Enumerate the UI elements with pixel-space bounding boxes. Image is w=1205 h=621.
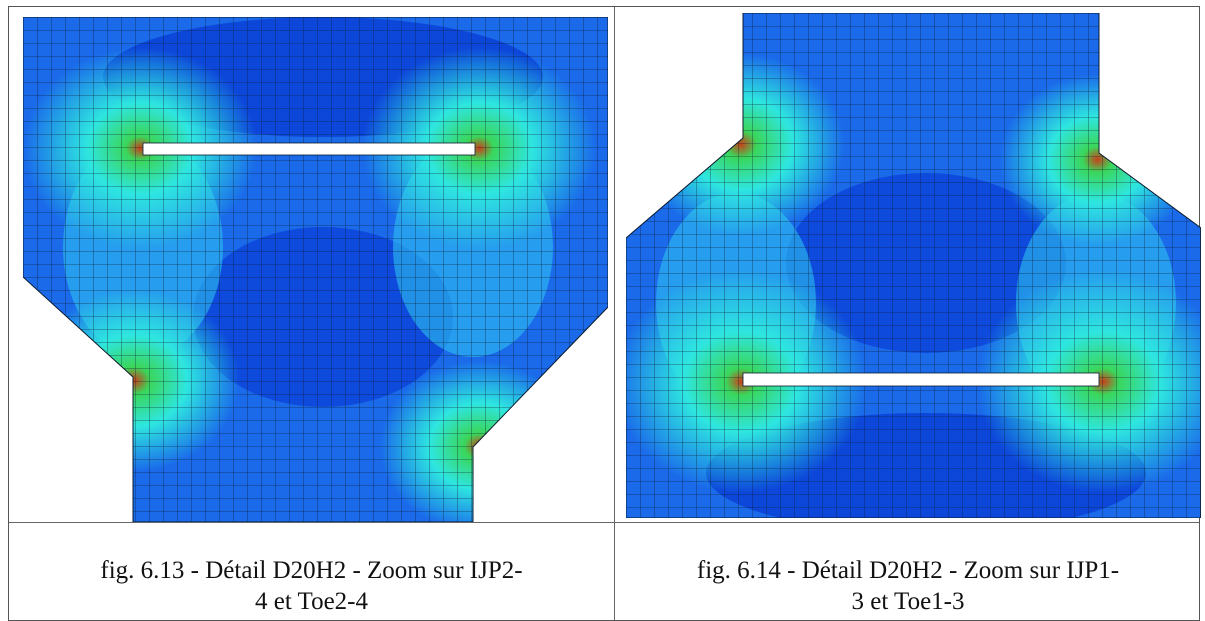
gap-slot-left bbox=[142, 142, 476, 156]
gap-slot-right bbox=[742, 372, 1100, 387]
figure-caption-left: fig. 6.13 - Détail D20H2 - Zoom sur IJP2… bbox=[9, 555, 614, 617]
fem-mesh-right-svg bbox=[626, 13, 1201, 518]
caption-right-line2: 3 et Toe1-3 bbox=[851, 588, 965, 615]
table-row-divider bbox=[9, 522, 1199, 523]
table-column-divider bbox=[614, 7, 615, 620]
fem-mesh-image-right bbox=[626, 13, 1201, 518]
figure-table: fig. 6.13 - Détail D20H2 - Zoom sur IJP2… bbox=[8, 6, 1201, 621]
caption-left-line2: 4 et Toe2-4 bbox=[254, 588, 369, 615]
caption-right-line1: fig. 6.14 - Détail D20H2 - Zoom sur IJP1… bbox=[696, 557, 1120, 584]
fem-mesh-left-svg bbox=[23, 17, 608, 522]
caption-left-line1: fig. 6.13 - Détail D20H2 - Zoom sur IJP2… bbox=[100, 557, 523, 584]
fem-mesh-image-left bbox=[23, 17, 608, 522]
figure-caption-right: fig. 6.14 - Détail D20H2 - Zoom sur IJP1… bbox=[615, 555, 1201, 617]
